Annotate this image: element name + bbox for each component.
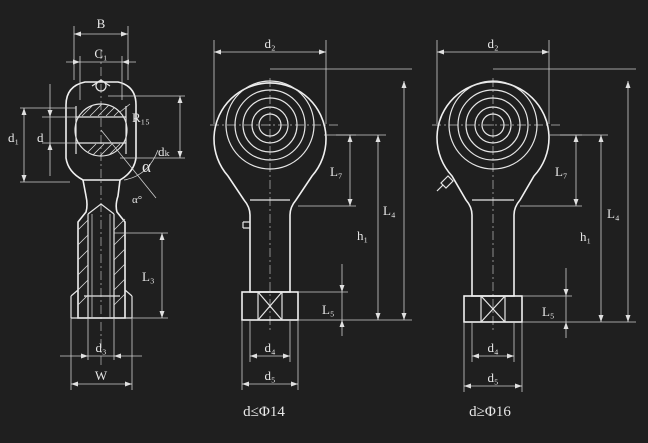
lube-nipple-a [242,221,250,229]
race-outer-b [448,80,538,170]
bore-inner-b [481,113,505,137]
neck-shank-outline [77,179,126,319]
ball-b [465,97,521,153]
label-d5-a: d₅ [264,368,275,383]
label-L4-a: L₄ [383,203,396,218]
section-view: B C₁ R₁₅ dₖ α α° d₁ d [8,16,185,390]
label-L7-b: L₇ [555,164,567,179]
alpha-ray [100,129,157,199]
label-L3: L₃ [142,269,154,284]
label-L5-a: L₅ [322,302,334,317]
hex-x-a2 [257,291,283,321]
label-h1-a: h₁ [357,228,368,243]
lube-nipple [95,80,107,92]
label-L5-b: L₅ [542,304,554,319]
front-view-small: d₂ L₄ L₇ h₁ L₅ d₄ [210,36,412,420]
hex-x-b2 [480,295,506,323]
hex-flats-a [241,291,299,321]
hex-flats-b [463,295,523,323]
shank-hatch [78,218,126,306]
drill-point [87,203,115,215]
label-L7-a: L₇ [330,164,342,179]
lube-hole [91,79,111,87]
label-L4-b: L₄ [607,206,620,221]
head-outline-b [436,81,550,297]
label-B: B [97,16,106,31]
label-C1: C₁ [94,46,107,61]
ball-a [242,97,298,153]
race-mid-b [457,89,529,161]
label-d: d [37,130,44,145]
bore-b [474,106,512,144]
caption-small: d≤Φ14 [243,404,285,420]
label-d1: d₁ [8,130,19,145]
ball [74,103,128,157]
head-outline-a [213,82,327,293]
label-W: W [95,368,108,383]
flange-chamfer-r [124,289,133,297]
label-d3: d₃ [95,340,106,355]
bore-inner-a [258,113,282,137]
label-alpha-deg: α° [132,194,142,206]
leader-R [119,103,131,113]
label-h1-b: h₁ [580,229,591,244]
label-d2-a: d₂ [264,36,275,51]
lube-nipple-b [436,175,454,192]
race-mid-a [234,89,306,161]
alpha-arc [123,149,159,181]
label-dk: dₖ [158,144,171,159]
label-d2-b: d₂ [487,36,498,51]
label-d4-a: d₄ [264,340,276,355]
flange-chamfer-l [70,289,79,297]
label-R: R₁₅ [132,110,150,125]
caption-large: d≥Φ16 [469,404,511,420]
label-d5-b: d₅ [487,370,498,385]
front-view-large: d₂ L₄ L₇ h₁ L₅ d₄ [432,36,636,420]
label-d4-b: d₄ [487,340,499,355]
label-alpha: α [142,157,151,176]
bore-a [251,106,289,144]
race-outer-a [225,80,315,170]
